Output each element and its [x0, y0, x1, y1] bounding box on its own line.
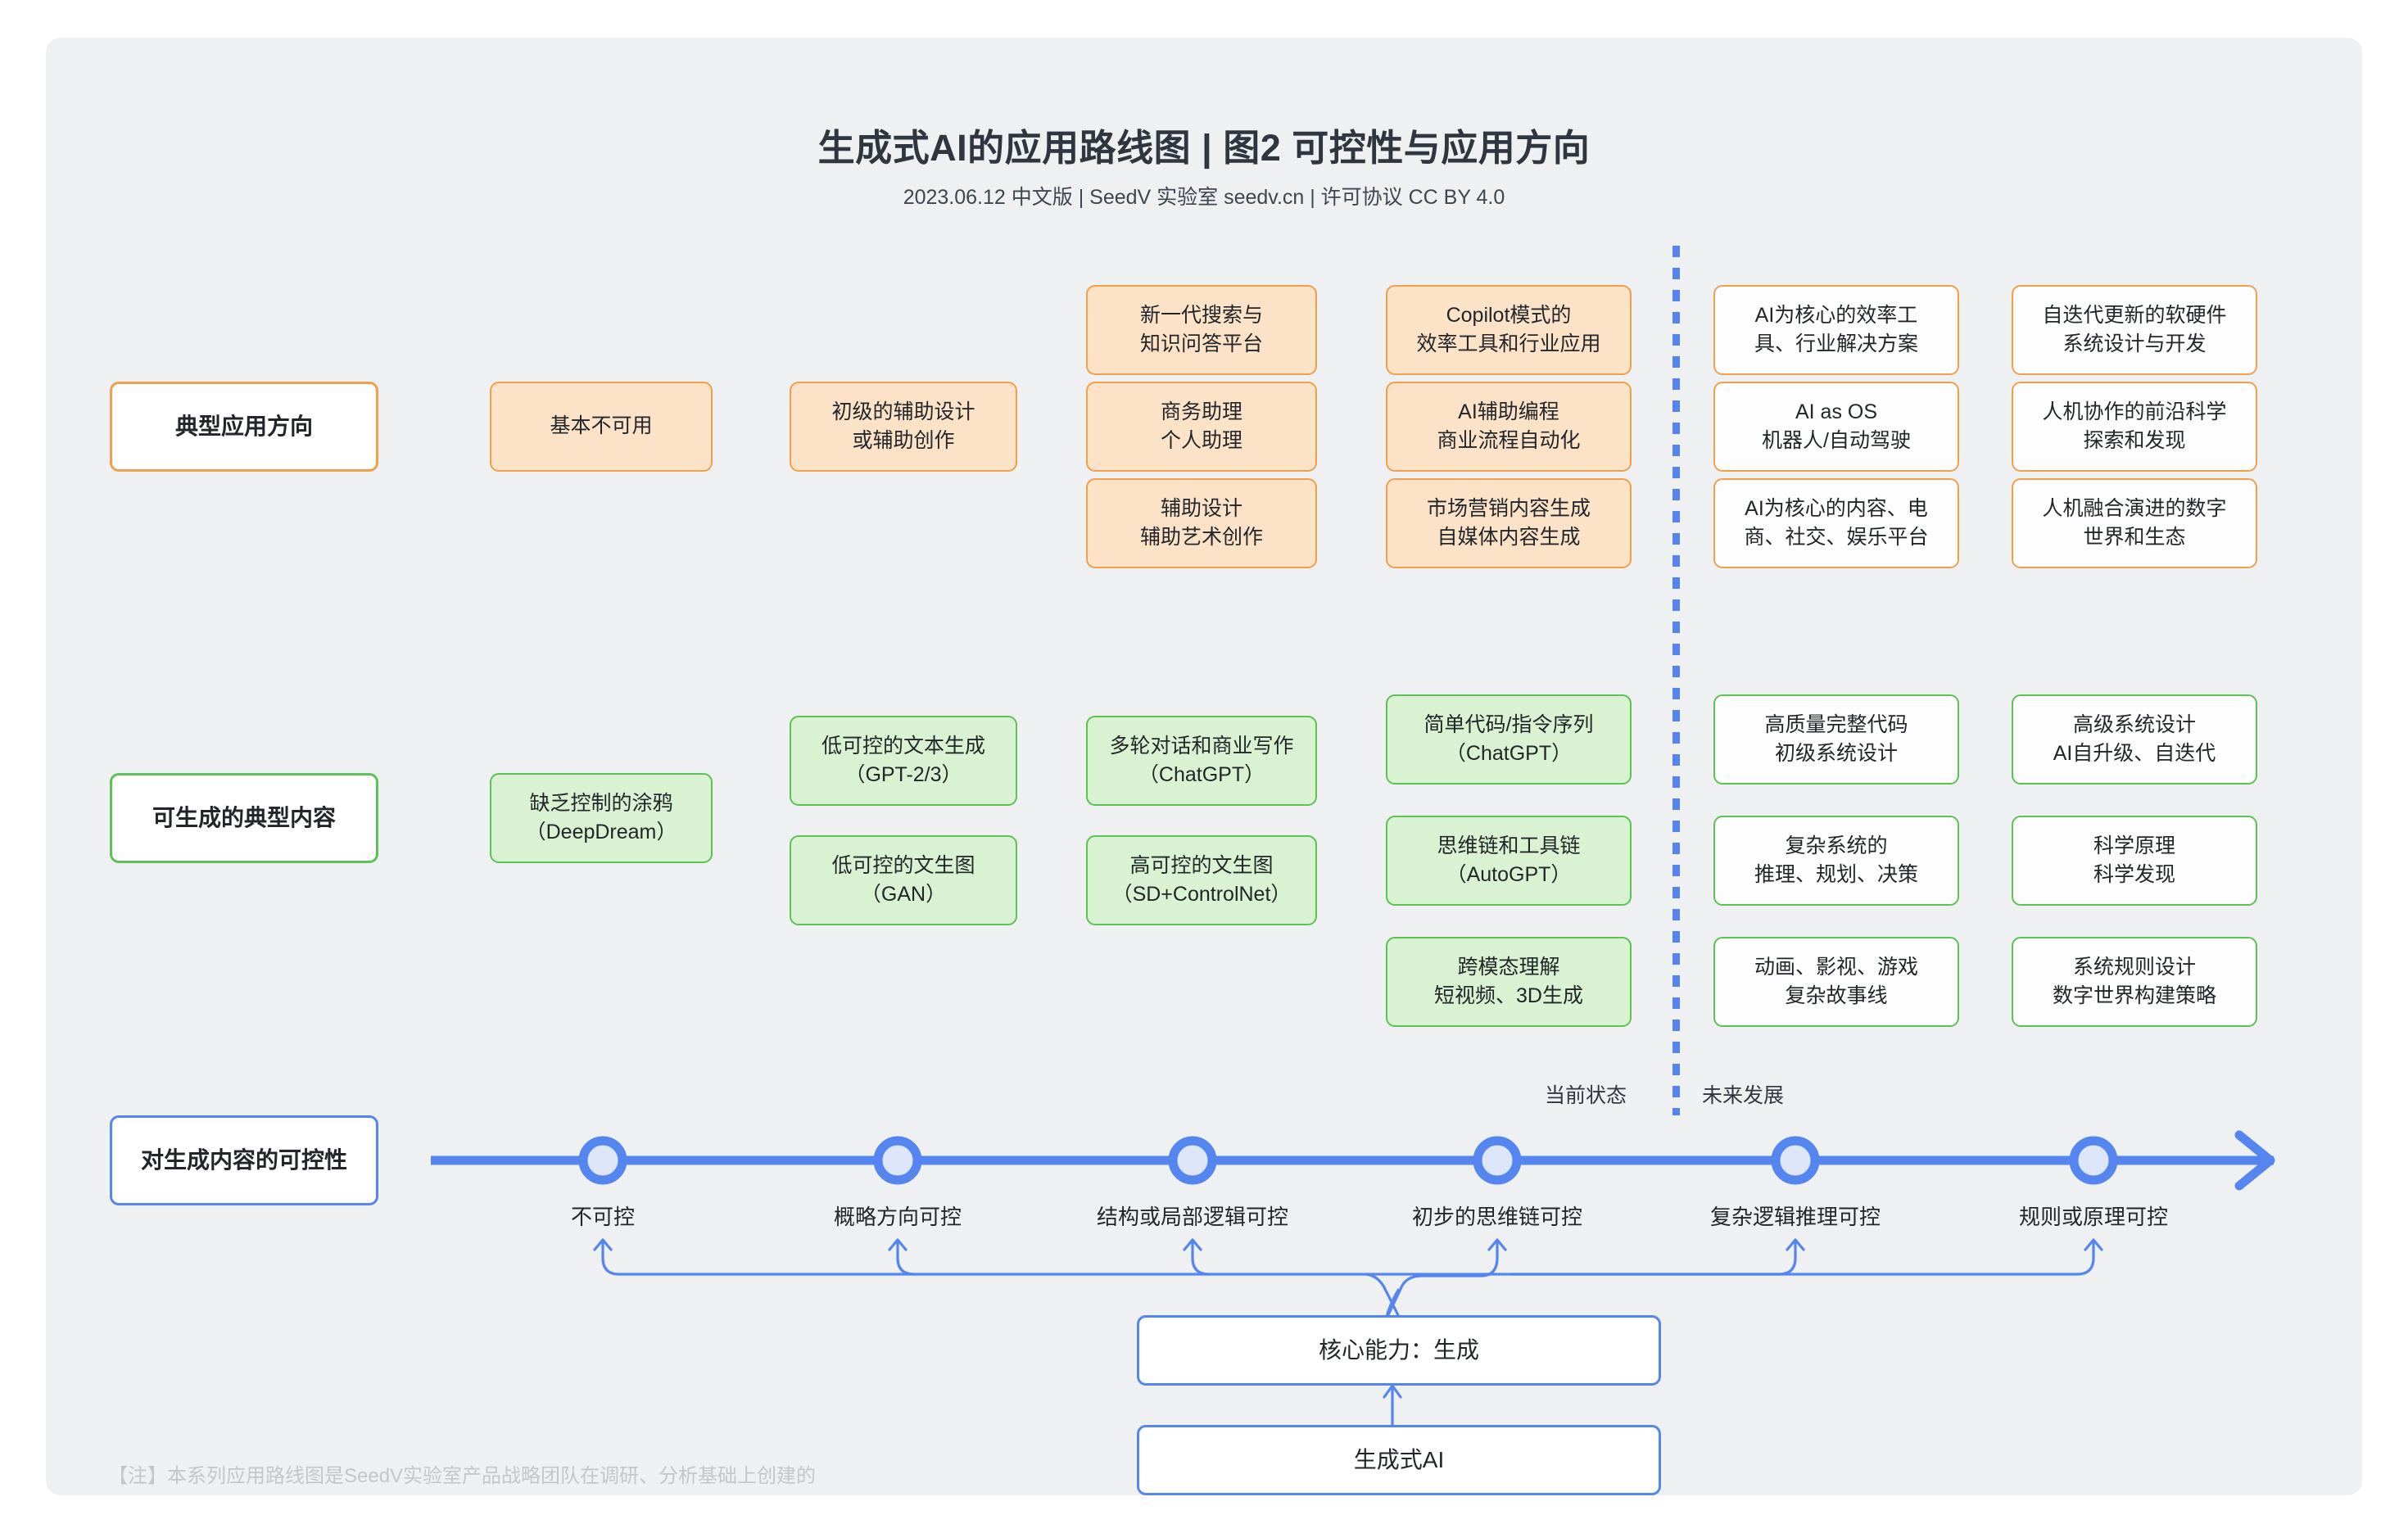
app-cell-0-0: 基本不可用 — [490, 382, 713, 472]
content-cell-3-2: 跨模态理解 短视频、3D生成 — [1386, 937, 1632, 1027]
app-cell-5-1: 人机协作的前沿科学 探索和发现 — [2012, 382, 2257, 472]
content-cell-2-1: 高可控的文生图 （SD+ControlNet） — [1086, 835, 1317, 925]
app-cell-3-0: Copilot模式的 效率工具和行业应用 — [1386, 285, 1632, 375]
diagram-canvas: 生成式AI的应用路线图 | 图2 可控性与应用方向 2023.06.12 中文版… — [46, 38, 2362, 1495]
generative-ai-box: 生成式AI — [1137, 1425, 1661, 1495]
content-cell-4-1: 复杂系统的 推理、规划、决策 — [1713, 816, 1959, 906]
row-label-applications: 典型应用方向 — [110, 382, 378, 472]
app-cell-4-1: AI as OS 机器人/自动驾驶 — [1713, 382, 1959, 472]
content-cell-3-1: 思维链和工具链 （AutoGPT） — [1386, 816, 1632, 906]
timeline-node-label-3: 初步的思维链可控 — [1411, 1205, 1583, 1229]
app-cell-2-1: 商务助理 个人助理 — [1086, 382, 1317, 472]
content-cell-5-2: 系统规则设计 数字世界构建策略 — [2012, 937, 2257, 1027]
content-cell-2-0: 多轮对话和商业写作 （ChatGPT） — [1086, 716, 1317, 806]
app-cell-2-2: 辅助设计 辅助艺术创作 — [1086, 478, 1317, 568]
row-label-content: 可生成的典型内容 — [110, 773, 378, 863]
timeline-node-label-2: 结构或局部逻辑可控 — [1096, 1205, 1289, 1229]
footnote: 【注】本系列应用路线图是SeedV实验室产品战略团队在调研、分析基础上创建的 — [108, 1465, 817, 1487]
content-cell-1-0: 低可控的文本生成 （GPT-2/3） — [790, 716, 1017, 806]
app-cell-2-0: 新一代搜索与 知识问答平台 — [1086, 285, 1317, 375]
content-cell-5-0: 高级系统设计 AI自升级、自迭代 — [2012, 694, 2257, 785]
content-cell-4-0: 高质量完整代码 初级系统设计 — [1713, 694, 1959, 785]
phase-divider — [1672, 246, 1680, 1115]
content-cell-4-2: 动画、影视、游戏 复杂故事线 — [1713, 937, 1959, 1027]
app-cell-5-2: 人机融合演进的数字 世界和生态 — [2012, 478, 2257, 568]
timeline-node-label-4: 复杂逻辑推理可控 — [1709, 1205, 1881, 1229]
page-subtitle: 2023.06.12 中文版 | SeedV 实验室 seedv.cn | 许可… — [903, 186, 1505, 209]
content-cell-0-0: 缺乏控制的涂鸦 （DeepDream） — [490, 773, 713, 863]
content-cell-1-1: 低可控的文生图 （GAN） — [790, 835, 1017, 925]
core-capability-box: 核心能力：生成 — [1137, 1315, 1661, 1386]
app-cell-3-2: 市场营销内容生成 自媒体内容生成 — [1386, 478, 1632, 568]
timeline-node-label-5: 规则或原理可控 — [2018, 1205, 2169, 1229]
phase-label-future: 未来发展 — [1702, 1084, 1785, 1107]
content-cell-3-0: 简单代码/指令序列 （ChatGPT） — [1386, 694, 1632, 785]
app-cell-4-0: AI为核心的效率工 具、行业解决方案 — [1713, 285, 1959, 375]
row-label-controllability: 对生成内容的可控性 — [110, 1115, 378, 1205]
app-cell-5-0: 自迭代更新的软硬件 系统设计与开发 — [2012, 285, 2257, 375]
timeline-node-label-1: 概略方向可控 — [833, 1205, 962, 1229]
phase-label-current: 当前状态 — [1545, 1084, 1627, 1107]
app-cell-1-0: 初级的辅助设计 或辅助创作 — [790, 382, 1017, 472]
page-title: 生成式AI的应用路线图 | 图2 可控性与应用方向 — [817, 127, 1591, 169]
app-cell-4-2: AI为核心的内容、电 商、社交、娱乐平台 — [1713, 478, 1959, 568]
timeline-node-label-0: 不可控 — [570, 1205, 636, 1229]
content-cell-5-1: 科学原理 科学发现 — [2012, 816, 2257, 906]
app-cell-3-1: AI辅助编程 商业流程自动化 — [1386, 382, 1632, 472]
